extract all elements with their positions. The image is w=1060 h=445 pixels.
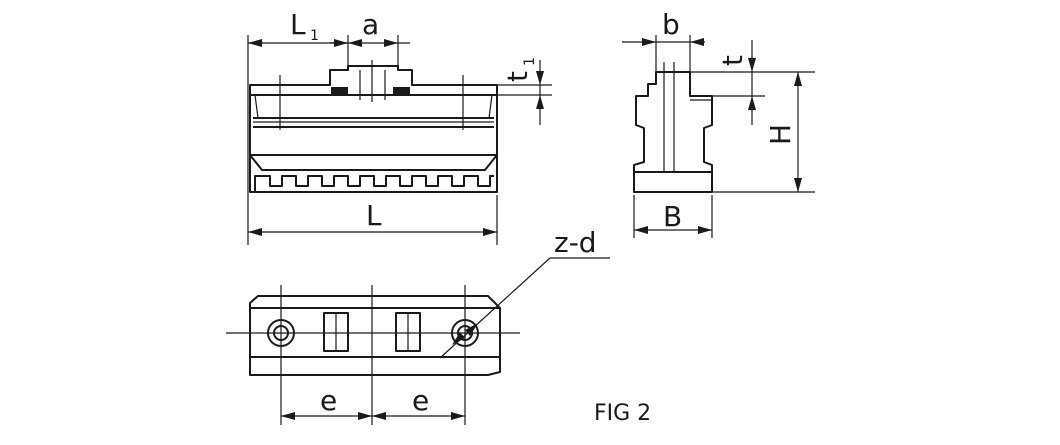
label-e-right: e [412, 384, 429, 417]
leader-z-d [439, 257, 610, 359]
side-view [633, 62, 713, 193]
label-t: t [716, 55, 749, 66]
dimension-t [690, 40, 815, 125]
label-H: H [764, 124, 797, 145]
dimension-L [248, 195, 498, 245]
front-view [249, 60, 498, 193]
label-B: B [663, 200, 682, 233]
dimension-e [281, 412, 465, 420]
dimension-B [633, 195, 713, 238]
dimension-t1 [497, 60, 552, 125]
dimension-L1-a [247, 35, 410, 245]
dimension-b [622, 35, 705, 72]
label-t1-subscript: 1 [522, 57, 538, 66]
figure-caption: FIG 2 [594, 401, 651, 426]
label-z-d: z-d [554, 226, 597, 259]
label-e-left: e [320, 384, 337, 417]
label-b: b [662, 8, 680, 41]
label-L: L [366, 199, 382, 232]
label-a: a [362, 8, 379, 41]
top-view [226, 285, 520, 425]
label-L1: L [290, 8, 306, 41]
dimension-H [712, 72, 815, 193]
label-t1: t [501, 71, 534, 82]
label-L1-subscript: 1 [310, 28, 319, 44]
